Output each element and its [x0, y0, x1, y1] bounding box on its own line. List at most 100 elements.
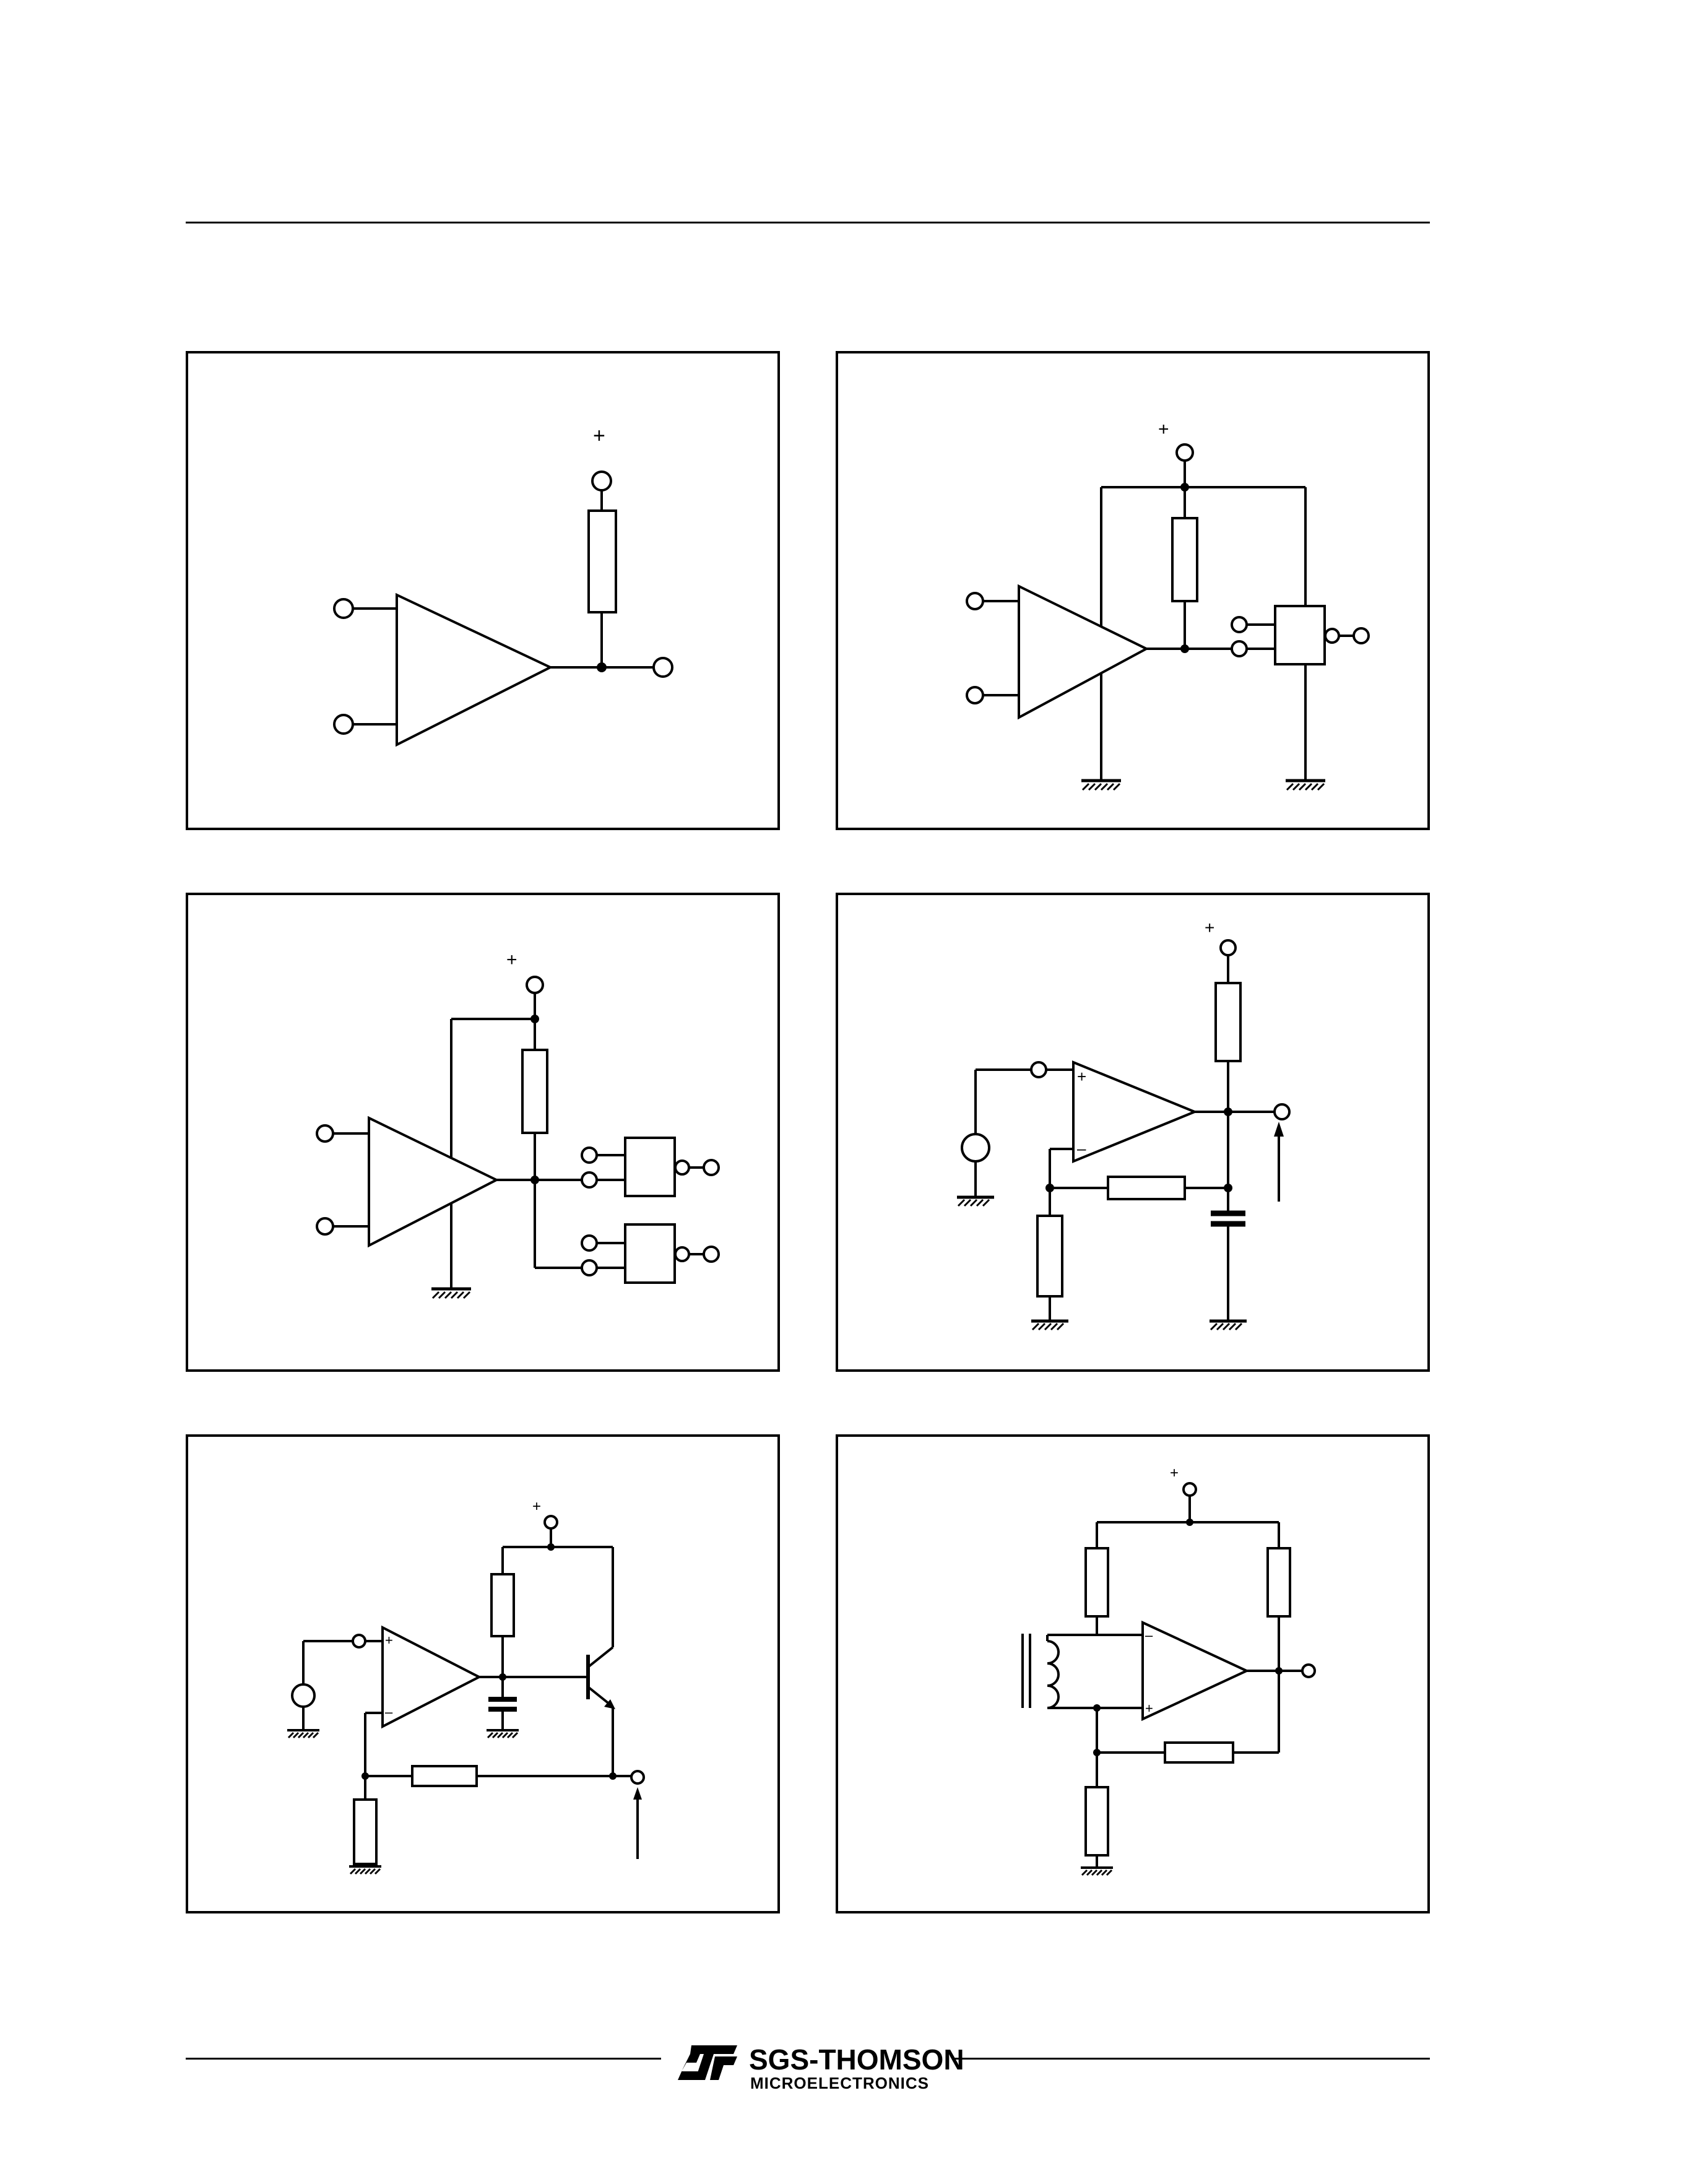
signal-source-icon: [961, 1133, 990, 1163]
plus-input-label: +: [385, 1632, 393, 1648]
figure-5-schematic: + + –: [287, 1498, 645, 1875]
feedback-resistor: [1164, 1741, 1234, 1764]
input-terminal-2: [316, 1217, 334, 1236]
junction-dot: [1224, 1107, 1232, 1116]
figure-3-schematic: +: [316, 950, 720, 1299]
gate-output-terminal: [1353, 627, 1370, 644]
minus-input-label: –: [1077, 1139, 1086, 1158]
junction-dot: [1275, 1667, 1283, 1675]
input-terminal-1: [316, 1124, 334, 1143]
supply-terminal: [526, 976, 544, 994]
gate-input-1: [1231, 616, 1248, 633]
comparator: [396, 592, 553, 747]
minus-input-label: –: [385, 1704, 393, 1720]
output-arrow-icon: [633, 1787, 642, 1800]
figure-6-panel: + – +: [836, 1434, 1430, 1913]
pull-up-resistor: [1171, 517, 1198, 602]
gate-2-input-1: [581, 1234, 598, 1252]
minus-input-label: –: [1145, 1627, 1153, 1643]
feedback-resistor: [1107, 1176, 1186, 1200]
plus-input-label: +: [1077, 1067, 1086, 1086]
input-terminal: [1030, 1061, 1047, 1078]
comparator: [1072, 1060, 1198, 1163]
output-terminal: [630, 1770, 645, 1785]
junction-dot: [1180, 644, 1189, 653]
output-terminal: [652, 657, 673, 678]
figure-3-panel: +: [186, 893, 780, 1372]
figure-2-schematic: +: [966, 419, 1370, 791]
supply-terminal: [591, 470, 612, 492]
gate-2-output-bubble: [674, 1246, 690, 1262]
ground-symbol: [1081, 779, 1121, 791]
output-arrow-icon: [1274, 1122, 1284, 1137]
ground-symbol: [1286, 779, 1325, 791]
footer-brand: SGS-THOMSON MICROELECTRONICS: [678, 2042, 969, 2097]
input-terminal-1: [966, 592, 984, 610]
brand-subtitle: MICROELECTRONICS: [750, 2074, 929, 2092]
ground-resistor: [353, 1798, 378, 1865]
figure-1-schematic: +: [333, 424, 673, 747]
supply-plus-label: +: [532, 1498, 541, 1515]
junction-dot: [1186, 1519, 1193, 1526]
gate-1-input-1: [581, 1146, 598, 1164]
comparator: [368, 1116, 500, 1248]
ground-symbol: [431, 1287, 471, 1299]
ttl-gate-2: [624, 1223, 676, 1284]
brand-name: SGS-THOMSON: [749, 2043, 964, 2076]
supply-terminal: [1219, 939, 1237, 956]
gate-output-bubble: [1324, 628, 1340, 644]
ttl-gate-1: [624, 1137, 676, 1197]
comparator: [381, 1625, 482, 1729]
bias-resistor-bottom: [1084, 1786, 1109, 1857]
pull-up-resistor: [521, 1049, 548, 1134]
supply-terminal: [1175, 443, 1194, 462]
ground-symbol: [487, 1729, 519, 1739]
input-terminal-2: [966, 686, 984, 704]
st-logo-icon: [678, 2045, 737, 2080]
figure-4-panel: + + –: [836, 893, 1430, 1372]
plus-input-label: +: [1145, 1701, 1153, 1716]
output-terminal: [1301, 1663, 1316, 1678]
ground-symbol: [349, 1865, 381, 1875]
feedback-resistor: [411, 1765, 478, 1787]
junction-dot: [597, 662, 607, 672]
gate-input-2: [1231, 640, 1248, 657]
gate-2-input-2: [581, 1259, 598, 1276]
junction-dot: [530, 1176, 539, 1184]
header-rule: [186, 222, 1430, 223]
footer-rule-right: [952, 2058, 1430, 2060]
comparator: [1141, 1620, 1250, 1722]
inductor-coil-icon: [1046, 1635, 1060, 1709]
supply-plus-label: +: [593, 424, 605, 448]
ground-symbol: [957, 1195, 994, 1207]
input-terminal-2: [333, 714, 354, 735]
ground-symbol: [287, 1729, 319, 1739]
ground-resistor: [1036, 1215, 1063, 1298]
supply-terminal: [1182, 1482, 1197, 1497]
supply-plus-label: +: [1170, 1465, 1179, 1481]
pull-up-resistor: [1214, 982, 1242, 1062]
base-resistor: [490, 1573, 515, 1637]
supply-plus-label: +: [506, 950, 517, 970]
figure-1-panel: +: [186, 351, 780, 830]
input-terminal-1: [333, 598, 354, 619]
supply-plus-label: +: [1205, 918, 1214, 937]
figure-4-schematic: + + –: [957, 918, 1291, 1331]
ground-symbol: [1031, 1319, 1068, 1331]
gate-1-output-terminal: [703, 1159, 720, 1176]
junction-dot: [547, 1543, 555, 1551]
supply-plus-label: +: [1158, 419, 1169, 440]
gate-2-output-terminal: [703, 1246, 720, 1263]
input-terminal: [352, 1634, 366, 1649]
ground-symbol: [1210, 1319, 1247, 1331]
cmos-gate: [1274, 605, 1326, 665]
ground-symbol: [1081, 1866, 1113, 1876]
figure-5-panel: + + –: [186, 1434, 780, 1913]
figure-6-schematic: + – +: [1021, 1465, 1316, 1876]
output-terminal: [1273, 1103, 1291, 1120]
figure-2-panel: +: [836, 351, 1430, 830]
gate-1-input-2: [581, 1171, 598, 1189]
footer-rule-left: [186, 2058, 661, 2060]
comparator: [1018, 584, 1149, 720]
gate-1-output-bubble: [674, 1159, 690, 1176]
